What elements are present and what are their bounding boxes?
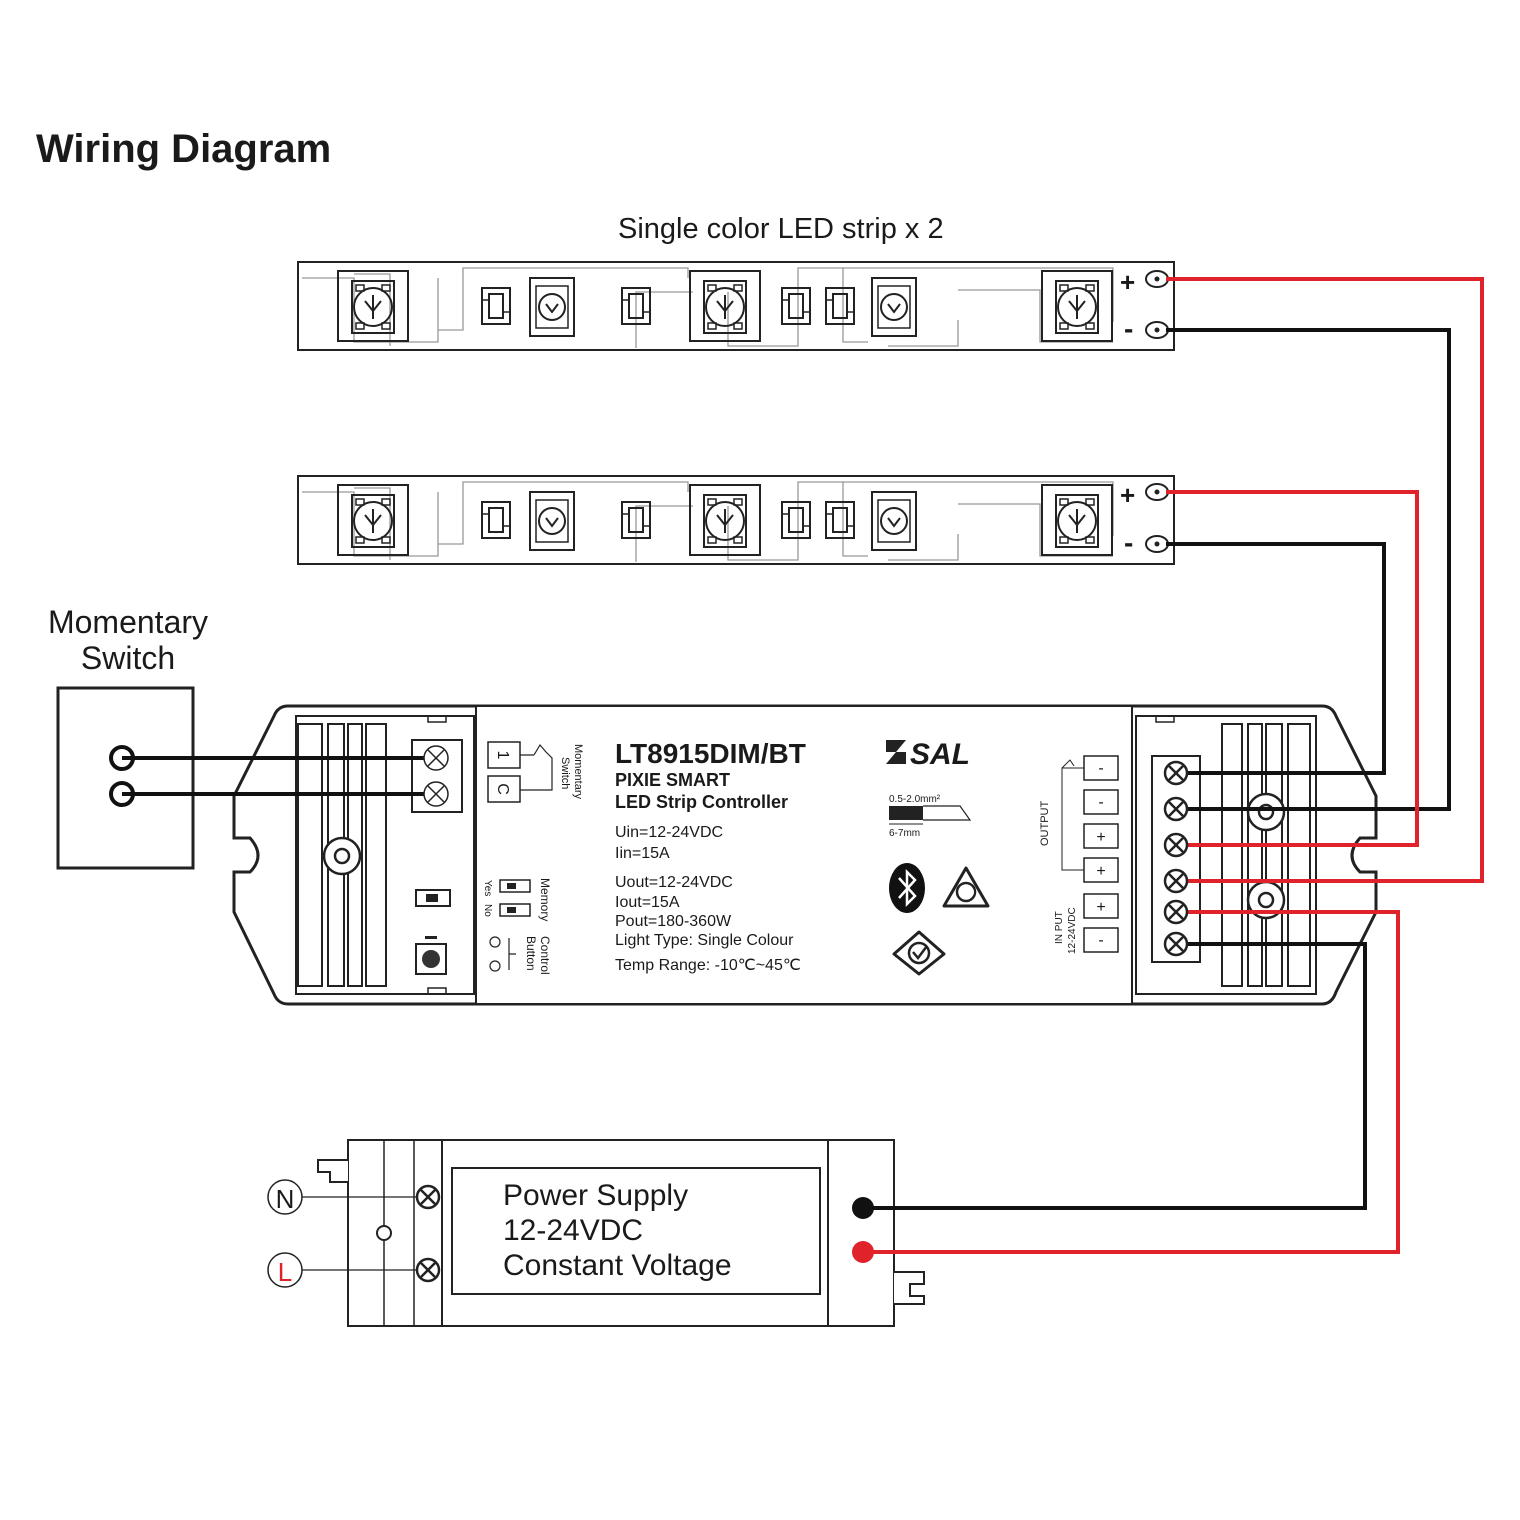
psu-l-screw: [415, 1257, 441, 1283]
sal-logo: SAL: [886, 738, 970, 771]
wire-strip-length-label: 6-7mm: [889, 828, 920, 839]
spec-iout: Iout=15A: [615, 894, 680, 911]
controller-pin-c: [487, 775, 521, 803]
controller-model: LT8915DIM/BT: [615, 738, 806, 769]
memory-label: Memory: [538, 878, 552, 921]
memory-yes-label: Yes: [482, 880, 493, 896]
strip-1-plus-label: +: [1120, 267, 1135, 297]
power-supply: [317, 1139, 925, 1327]
spec-pout: Pout=180-360W: [615, 913, 732, 930]
svg-text:-: -: [1098, 932, 1103, 949]
memory-dip-yes: [499, 879, 531, 893]
psu-negative-terminal: [852, 1197, 874, 1219]
controller-line-2: LED Strip Controller: [615, 792, 788, 812]
control-push-button: [415, 943, 447, 975]
input-label-1: IN PUT: [1054, 911, 1065, 944]
led-strip-2: [298, 476, 1174, 564]
psu-positive-terminal: [852, 1241, 874, 1263]
psu-line-2: 12-24VDC: [503, 1214, 643, 1247]
wire-size-label: 0.5-2.0mm²: [889, 794, 941, 805]
strip-1-minus-label: -: [1124, 313, 1133, 344]
controller-pin-1-label: 1: [494, 751, 511, 760]
switch-label-line1: Momentary: [48, 604, 208, 640]
controller-pin-c-label: C: [494, 783, 511, 795]
polarity-markers: - - + + + -: [1061, 755, 1119, 953]
control-button-label-1: Control: [538, 936, 552, 975]
output-screw-2: [1163, 796, 1189, 822]
input-label-2: 12-24VDC: [1067, 907, 1078, 954]
spec-uin: Uin=12-24VDC: [615, 824, 723, 841]
switch-label-line2: Switch: [81, 640, 175, 676]
input-screw-plus: [1163, 899, 1189, 925]
controller-pin-1: [487, 741, 521, 769]
output-screw-1: [1163, 760, 1189, 786]
memory-dip-no: [499, 903, 531, 917]
positive-wires: [863, 277, 1484, 1254]
strip-2-plus-label: +: [1120, 480, 1135, 510]
output-terminal-block: [1151, 755, 1201, 963]
psu-line-1: Power Supply: [503, 1179, 688, 1212]
control-button-label-2: Button: [524, 936, 538, 971]
psu-n-label: N: [276, 1184, 295, 1214]
momentary-switch-label-2: Switch: [559, 757, 571, 789]
momentary-switch-label-1: Momentary: [572, 744, 584, 800]
output-screw-3: [1163, 832, 1189, 858]
svg-text:+: +: [1096, 899, 1105, 916]
psu-line-3: Constant Voltage: [503, 1249, 732, 1282]
memory-no-label: No: [482, 904, 493, 917]
dimmable-icon: [942, 866, 990, 908]
spec-uout: Uout=12-24VDC: [615, 874, 733, 891]
svg-text:-: -: [1098, 760, 1103, 777]
svg-text:+: +: [1096, 829, 1105, 846]
svg-text:+: +: [1096, 863, 1105, 880]
diagram-title: Wiring Diagram: [36, 127, 331, 171]
input-screw-minus: [1163, 931, 1189, 957]
led-strip-1: [298, 262, 1174, 350]
spec-iin: Iin=15A: [615, 845, 670, 862]
negative-wires: [122, 328, 1451, 1210]
svg-text:SAL: SAL: [910, 738, 970, 771]
spec-temp-range: Temp Range: -10℃~45℃: [615, 957, 801, 974]
bluetooth-icon: [889, 863, 925, 913]
psu-l-label: L: [278, 1257, 292, 1287]
controller-line-1: PIXIE SMART: [615, 770, 730, 790]
switch-screw-1: [423, 745, 449, 771]
rcm-compliance-icon: [892, 930, 946, 976]
output-screw-4: [1163, 868, 1189, 894]
momentary-switch: [56, 686, 195, 870]
svg-text:-: -: [1098, 794, 1103, 811]
psu-n-screw: [415, 1184, 441, 1210]
output-label: OUTPUT: [1039, 801, 1051, 847]
switch-screw-2: [423, 781, 449, 807]
spec-light-type: Light Type: Single Colour: [615, 932, 794, 949]
strip-2-minus-label: -: [1124, 527, 1133, 558]
strip-label: Single color LED strip x 2: [618, 213, 944, 245]
